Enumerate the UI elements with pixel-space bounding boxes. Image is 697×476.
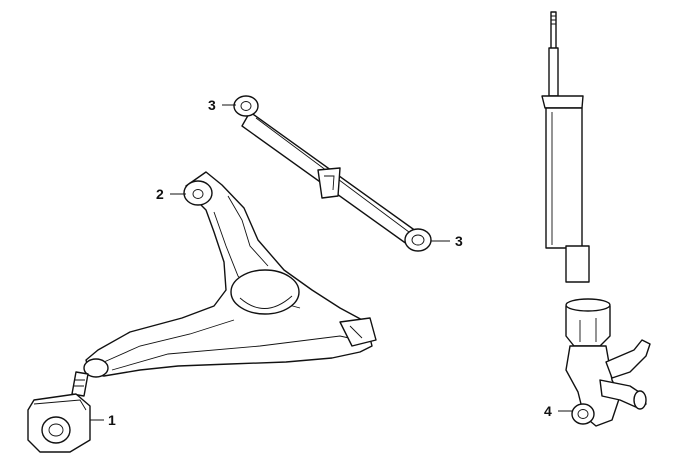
- callout-label: 2: [156, 186, 164, 202]
- callout-3-lower: 3: [431, 233, 463, 249]
- callout-4: 4: [544, 403, 572, 419]
- callout-label: 3: [455, 233, 463, 249]
- callout-label: 4: [544, 403, 552, 419]
- lower-control-arm: [83, 171, 377, 378]
- shock-absorber: [541, 11, 590, 283]
- front-bushing: [27, 371, 91, 453]
- callout-1: 1: [90, 412, 116, 428]
- link-rod: [233, 95, 432, 252]
- callout-label: 1: [108, 412, 116, 428]
- steering-knuckle: [565, 298, 651, 427]
- callout-3-upper: 3: [208, 97, 236, 113]
- callout-label: 3: [208, 97, 216, 113]
- callout-2: 2: [156, 186, 186, 202]
